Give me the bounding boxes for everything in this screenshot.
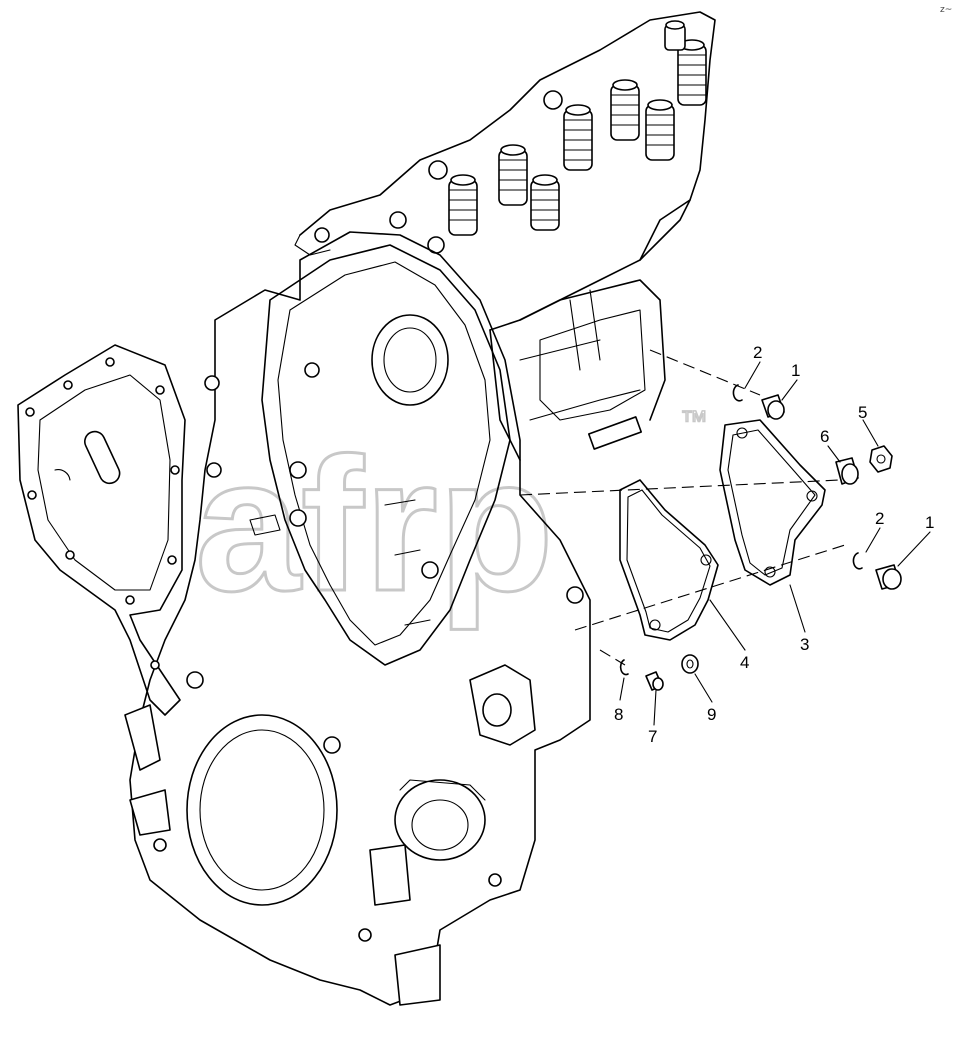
bushing-part-1-upper	[761, 394, 785, 420]
callout-5: 5	[858, 403, 867, 422]
callout-9: 9	[707, 705, 716, 724]
o-ring-part-2-lower	[852, 552, 863, 570]
callout-2-lower: 2	[875, 509, 884, 528]
watermark-text: afrp	[195, 419, 554, 631]
callout-2-upper: 2	[753, 343, 762, 362]
loose-parts	[619, 384, 902, 691]
gasket-3	[719, 419, 826, 586]
watermark-trademark: ™	[680, 405, 708, 436]
front-cover-plate	[17, 344, 186, 716]
clip-part-8	[619, 659, 629, 676]
nut-part-5	[869, 445, 893, 473]
callout-6: 6	[820, 427, 829, 446]
cylinder-head	[294, 11, 716, 461]
corner-mark: z~	[940, 5, 952, 15]
callout-1-lower: 1	[925, 513, 934, 532]
watermark: afrp ™	[194, 404, 709, 632]
bushing-part-1-lower	[875, 564, 902, 590]
spacer-part-6	[835, 457, 859, 485]
valve-springs	[314, 20, 707, 254]
washer-part-9	[681, 654, 699, 674]
callout-labels: 1 2 5 6 2 1 3 4 8 7 9	[614, 343, 934, 746]
assembly-centerlines	[519, 349, 846, 666]
cover-4	[619, 479, 719, 641]
o-ring-part-2-upper	[732, 384, 743, 402]
plug-part-7	[645, 671, 664, 691]
callout-7: 7	[648, 727, 657, 746]
callout-leaders	[619, 361, 931, 726]
callout-4: 4	[740, 653, 749, 672]
callout-1-upper: 1	[791, 361, 800, 380]
callout-8: 8	[614, 705, 623, 724]
timing-gear-housing	[124, 231, 591, 1006]
callout-3: 3	[800, 635, 809, 654]
